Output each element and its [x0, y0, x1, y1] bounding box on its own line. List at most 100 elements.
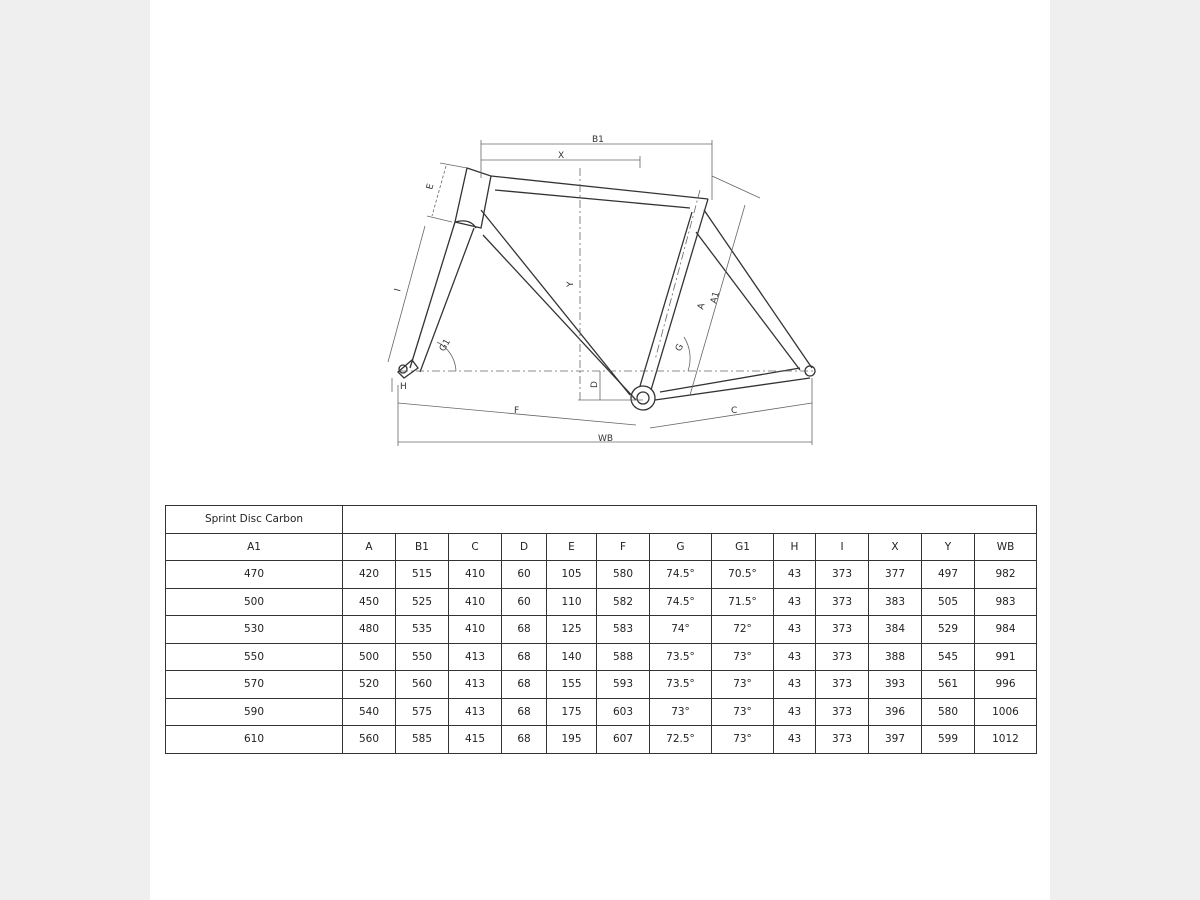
table-cell: 43: [773, 642, 816, 671]
table-cell: 983: [974, 587, 1037, 616]
table-cell: 155: [546, 670, 597, 699]
table-cell: 991: [974, 642, 1037, 671]
table-cell: 73°: [711, 697, 774, 726]
table-cell: 413: [448, 670, 502, 699]
label-g: G: [674, 342, 686, 353]
table-cell: 515: [395, 560, 449, 589]
column-header: G: [649, 532, 712, 561]
table-cell: 550: [395, 642, 449, 671]
label-c: C: [731, 406, 737, 416]
table-cell: 43: [773, 615, 816, 644]
label-x: X: [558, 151, 564, 161]
table-cell: 561: [921, 670, 975, 699]
table-cell: 383: [868, 587, 922, 616]
table-cell: 599: [921, 725, 975, 754]
frame-geometry-diagram: B1 X E I G1 H Y A A1 G D F C WB: [387, 135, 816, 446]
table-cell: 71.5°: [711, 587, 774, 616]
label-b1: B1: [592, 135, 604, 145]
column-header: A1: [165, 532, 343, 561]
table-cell: 500: [342, 642, 396, 671]
bike-frame: [397, 167, 816, 411]
column-header: A: [342, 532, 396, 561]
table-cell: 68: [501, 697, 547, 726]
table-cell: 560: [342, 725, 396, 754]
table-cell: 450: [342, 587, 396, 616]
table-cell: 525: [395, 587, 449, 616]
table-cell: 582: [596, 587, 650, 616]
table-cell: 70.5°: [711, 560, 774, 589]
table-cell: 105: [546, 560, 597, 589]
column-header: C: [448, 532, 502, 561]
table-cell: 195: [546, 725, 597, 754]
table-cell: 413: [448, 642, 502, 671]
table-cell: 373: [815, 587, 869, 616]
table-cell: 68: [501, 615, 547, 644]
table-cell: 43: [773, 560, 816, 589]
label-a1: A1: [709, 291, 722, 305]
table-cell: 580: [921, 697, 975, 726]
table-cell: 982: [974, 560, 1037, 589]
table-cell: 603: [596, 697, 650, 726]
table-cell: 125: [546, 615, 597, 644]
table-cell: 373: [815, 725, 869, 754]
dimension-lines: [387, 140, 815, 446]
column-header: H: [773, 532, 816, 561]
table-cell: 570: [165, 670, 343, 699]
table-cell: 373: [815, 697, 869, 726]
table-cell: 1006: [974, 697, 1037, 726]
label-e: E: [425, 182, 436, 190]
label-d: D: [590, 381, 600, 388]
table-cell: 1012: [974, 725, 1037, 754]
table-cell: 73.5°: [649, 642, 712, 671]
table-cell: 397: [868, 725, 922, 754]
table-cell: 560: [395, 670, 449, 699]
table-cell: 73°: [711, 670, 774, 699]
table-cell: 585: [395, 725, 449, 754]
table-cell: 384: [868, 615, 922, 644]
label-g1: G1: [438, 337, 453, 353]
table-cell: 470: [165, 560, 343, 589]
table-cell: 550: [165, 642, 343, 671]
column-header: D: [501, 532, 547, 561]
table-cell: 43: [773, 587, 816, 616]
table-cell: 520: [342, 670, 396, 699]
table-cell: 73.5°: [649, 670, 712, 699]
label-y: Y: [566, 281, 576, 288]
table-cell: 530: [165, 615, 343, 644]
table-cell: 583: [596, 615, 650, 644]
table-title-row: Sprint Disc Carbon: [165, 505, 1037, 534]
column-header: WB: [974, 532, 1037, 561]
label-a: A: [696, 301, 707, 310]
table-cell: 529: [921, 615, 975, 644]
table-cell: 140: [546, 642, 597, 671]
table-cell: 410: [448, 615, 502, 644]
table-cell: 505: [921, 587, 975, 616]
table-cell: 373: [815, 560, 869, 589]
table-cell: 984: [974, 615, 1037, 644]
table-cell: 110: [546, 587, 597, 616]
table-cell: 540: [342, 697, 396, 726]
table-cell: 396: [868, 697, 922, 726]
column-header: X: [868, 532, 922, 561]
table-cell: 593: [596, 670, 650, 699]
table-cell: 410: [448, 587, 502, 616]
table-cell: 377: [868, 560, 922, 589]
table-cell: 580: [596, 560, 650, 589]
table-cell: 588: [596, 642, 650, 671]
table-cell: 413: [448, 697, 502, 726]
table-cell: 72°: [711, 615, 774, 644]
table-cell: 68: [501, 670, 547, 699]
table-cell: 388: [868, 642, 922, 671]
table-cell: 590: [165, 697, 343, 726]
table-cell: 410: [448, 560, 502, 589]
table-cell: 996: [974, 670, 1037, 699]
table-cell: 373: [815, 670, 869, 699]
column-header: E: [546, 532, 597, 561]
